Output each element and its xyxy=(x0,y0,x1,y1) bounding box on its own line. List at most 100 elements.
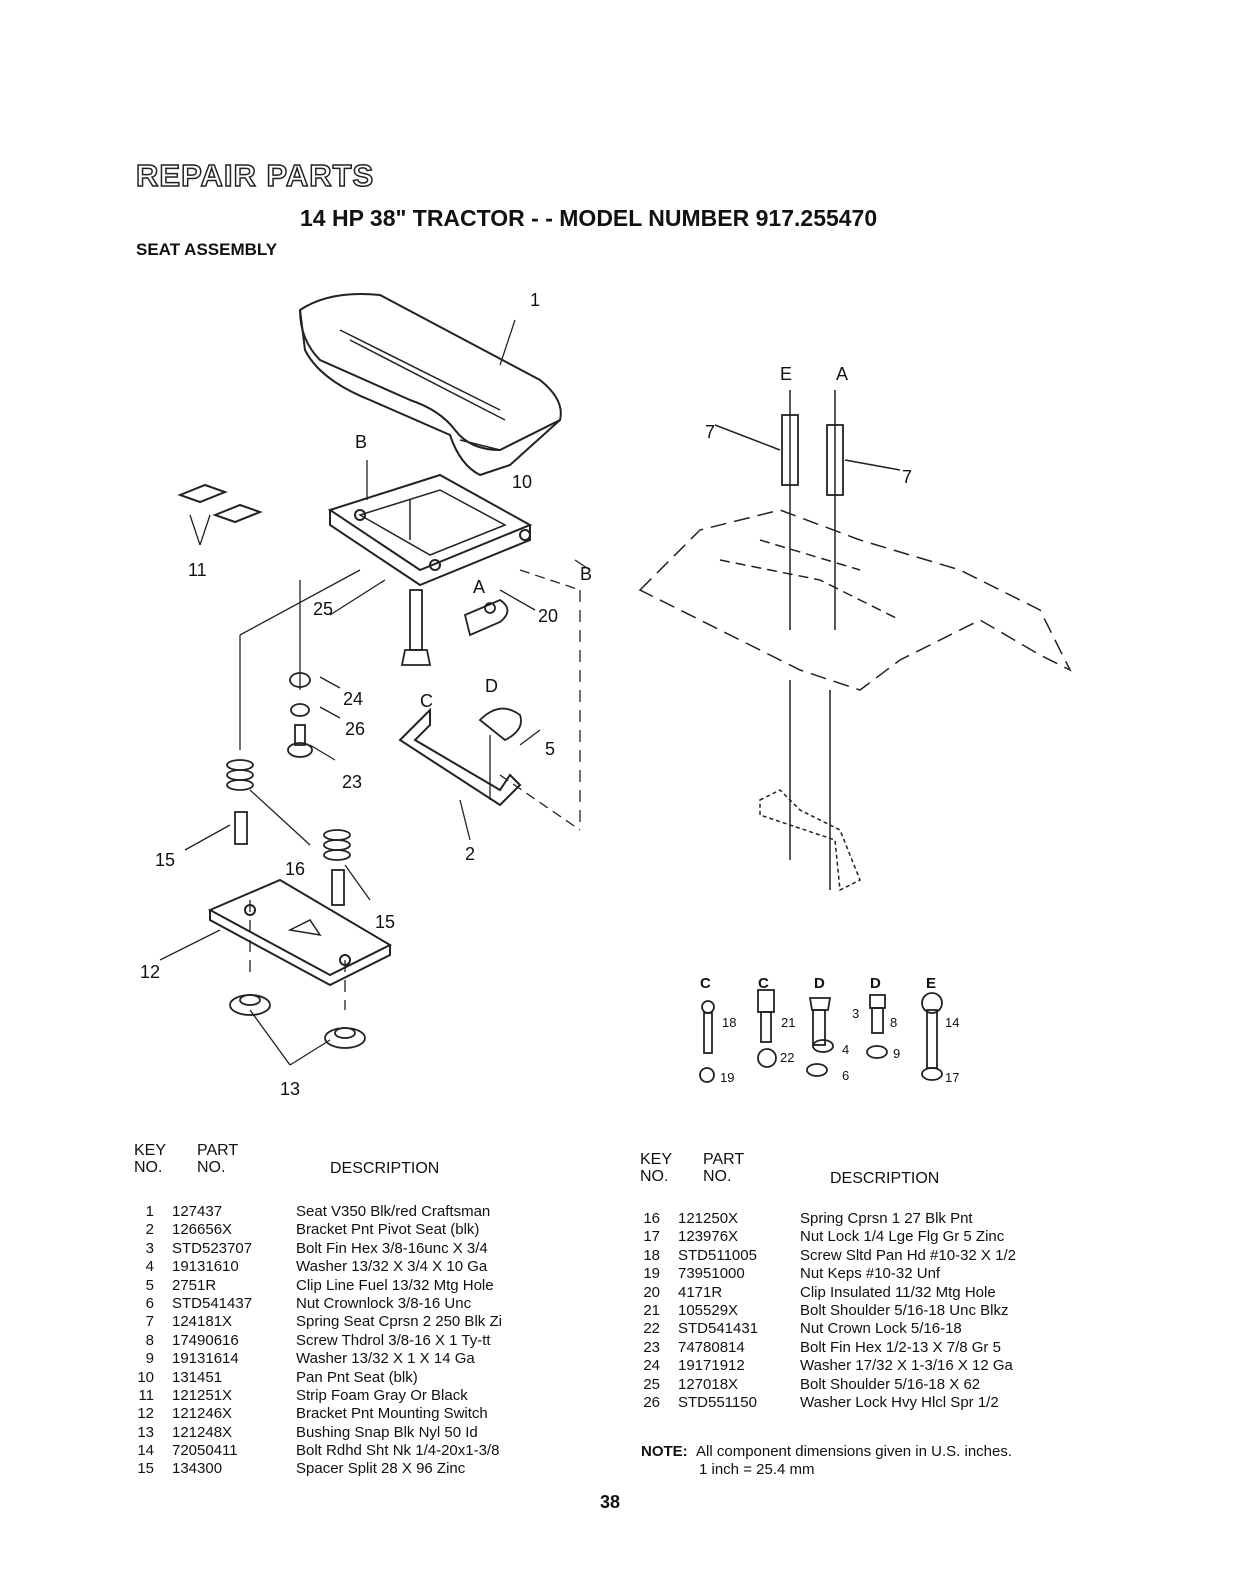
part-description: Screw Thdrol 3/8-16 X 1 Ty-tt xyxy=(296,1331,491,1349)
callout-19: 19 xyxy=(720,1070,734,1085)
section-title: SEAT ASSEMBLY xyxy=(136,240,278,259)
part-description: Seat V350 Blk/red Craftsman xyxy=(296,1203,491,1220)
callout-12: 12 xyxy=(140,962,160,982)
part-number: STD541431 xyxy=(678,1320,759,1338)
ref-letter-a: A xyxy=(473,577,485,597)
part-number: 19171912 xyxy=(678,1357,745,1375)
part-number: STD541437 xyxy=(172,1294,253,1312)
part-description: Spring Seat Cprsn 2 250 Blk Zi xyxy=(296,1313,502,1331)
note-label: NOTE: xyxy=(641,1443,688,1460)
part-description: Spring Cprsn 1 27 Blk Pnt xyxy=(800,1210,973,1227)
part-description: Bracket Pnt Mounting Switch xyxy=(296,1405,488,1423)
part-number: 134300 xyxy=(172,1460,223,1478)
part-description: Bolt Shoulder 5/16-18 Unc Blkz xyxy=(800,1301,1009,1319)
part-number: 121250X xyxy=(678,1210,739,1227)
part-number: 124181X xyxy=(172,1313,233,1331)
part-number: 121248X xyxy=(172,1423,233,1441)
legend-letter-c: D xyxy=(814,975,825,992)
callout-7b: 7 xyxy=(902,467,912,487)
part-number: 74780814 xyxy=(678,1338,745,1356)
note: NOTE: All component dimensions given in … xyxy=(641,1443,1012,1479)
part-description: Nut Crown Lock 5/16-18 xyxy=(800,1320,962,1338)
seat-drawing xyxy=(298,293,562,477)
callout-7a: 7 xyxy=(705,422,715,442)
clip-20-drawing xyxy=(463,598,509,637)
key-number: 16 xyxy=(643,1210,660,1227)
callout-15b: 15 xyxy=(375,912,395,932)
ref-letter-e: B xyxy=(355,432,367,452)
part-number: 131451 xyxy=(172,1368,223,1386)
part-description: Spacer Split 28 X 96 Zinc xyxy=(296,1460,466,1478)
ref-letter-c1: C xyxy=(420,691,433,711)
springs-left-drawing xyxy=(226,759,351,906)
part-number: STD511005 xyxy=(678,1246,757,1264)
callout-3: 3 xyxy=(852,1006,859,1021)
key-number: 8 xyxy=(145,1331,154,1349)
callout-1: 1 xyxy=(530,290,540,310)
part-number: 123976X xyxy=(678,1228,739,1246)
key-number: 23 xyxy=(643,1338,660,1356)
part-description: Clip Insulated 11/32 Mtg Hole xyxy=(800,1283,996,1301)
table-row: 13 121248X Bushing Snap Blk Nyl 50 Id xyxy=(134,1424,574,1442)
model-title: 14 HP 38" TRACTOR - - MODEL NUMBER 917.2… xyxy=(300,205,878,231)
right-header-description: DESCRIPTION xyxy=(830,1170,940,1187)
part-description: Bushing Snap Blk Nyl 50 Id xyxy=(296,1423,478,1441)
part-number: 2751R xyxy=(172,1276,217,1294)
part-number: STD551150 xyxy=(678,1393,757,1411)
callout-23: 23 xyxy=(342,772,362,792)
callout-18: 18 xyxy=(722,1015,736,1030)
callout-16: 16 xyxy=(285,859,305,879)
key-number: 11 xyxy=(138,1386,154,1404)
left-header-description: DESCRIPTION xyxy=(330,1160,440,1177)
callout-17: 17 xyxy=(945,1070,959,1085)
foam-strips-drawing xyxy=(177,483,263,524)
callout-4: 4 xyxy=(842,1042,849,1057)
bushings-13-drawing xyxy=(229,994,366,1049)
key-number: 24 xyxy=(643,1357,660,1375)
ref-letter-c2: D xyxy=(485,676,498,696)
callout-8: 8 xyxy=(890,1015,897,1030)
callout-25: 25 xyxy=(313,599,333,619)
part-number: STD523707 xyxy=(172,1239,253,1257)
callout-6: 6 xyxy=(842,1068,849,1083)
part-number: 19131614 xyxy=(172,1350,239,1368)
part-description: Bracket Pnt Pivot Seat (blk) xyxy=(296,1221,480,1239)
part-number: 17490616 xyxy=(172,1331,239,1349)
hardware-stack-drawing xyxy=(287,672,313,758)
note-line1: All component dimensions given in U.S. i… xyxy=(696,1443,1013,1460)
callout-20: 20 xyxy=(538,606,558,626)
callout-11: 11 xyxy=(188,560,207,580)
key-number: 13 xyxy=(137,1423,154,1441)
part-description: Bolt Rdhd Sht Nk 1/4-20x1-3/8 xyxy=(296,1442,500,1460)
key-number: 15 xyxy=(137,1460,154,1478)
part-description: Strip Foam Gray Or Black xyxy=(296,1386,468,1404)
ref-letter-d2: A xyxy=(836,364,848,384)
key-number: 18 xyxy=(643,1246,660,1264)
part-description: Washer 13/32 X 3/4 X 10 Ga xyxy=(296,1258,488,1276)
key-number: 12 xyxy=(137,1405,154,1423)
key-number: 9 xyxy=(145,1350,154,1368)
page-number: 38 xyxy=(600,1492,621,1512)
part-description: Bolt Fin Hex 1/2-13 X 7/8 Gr 5 xyxy=(800,1338,1001,1356)
bracket-2-drawing xyxy=(398,707,522,807)
key-number: 4 xyxy=(145,1258,154,1276)
part-number: 4171R xyxy=(678,1283,723,1301)
legend-letter-a: C xyxy=(700,975,711,992)
